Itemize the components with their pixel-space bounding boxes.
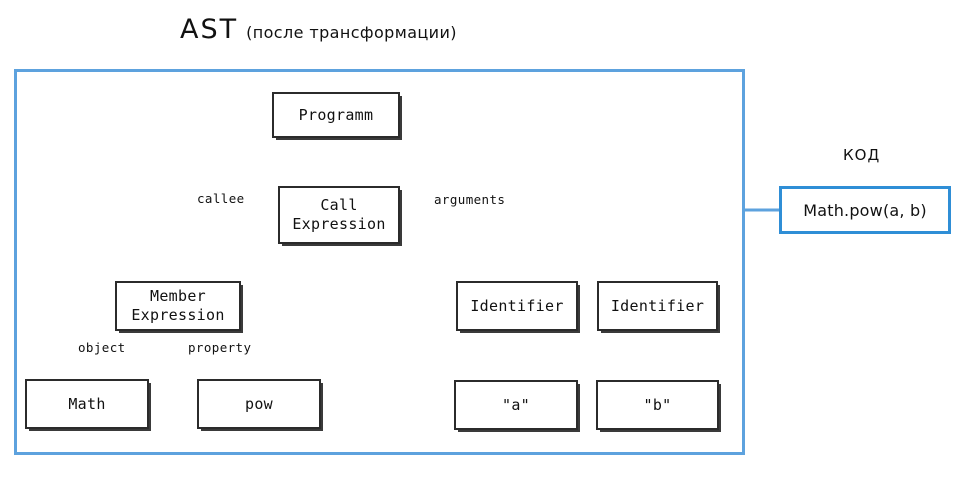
edge-label-object: object (78, 340, 126, 355)
code-panel-title: КОД (843, 146, 881, 164)
node-call-expression-label-line1: Call (320, 196, 358, 215)
node-identifier-first-label: Identifier (470, 296, 564, 315)
page-title-main: AST (180, 14, 239, 45)
edge-label-property: property (188, 340, 252, 355)
node-argument-b[interactable]: "b" (596, 380, 719, 430)
node-programm-label: Programm (298, 105, 374, 124)
node-pow[interactable]: pow (197, 379, 321, 429)
node-call-expression[interactable]: Call Expression (278, 186, 400, 244)
node-pow-label: pow (245, 394, 273, 413)
node-identifier-second-label: Identifier (610, 296, 705, 315)
edge-label-arguments: arguments (434, 192, 506, 207)
edge-label-callee: callee (197, 191, 245, 206)
page-title-sub: (после трансформации) (246, 23, 457, 42)
node-member-expression-label-line1: Member (150, 287, 206, 306)
node-argument-b-label: "b" (643, 395, 672, 414)
node-member-expression-label-line2: Expression (131, 306, 225, 324)
code-panel-box[interactable]: Math.pow(a, b) (779, 186, 951, 234)
node-argument-a[interactable]: "a" (454, 380, 578, 430)
node-member-expression[interactable]: Member Expression (115, 281, 241, 331)
page-title: AST (после трансформации) (180, 14, 457, 45)
node-identifier-first[interactable]: Identifier (456, 281, 578, 331)
node-math-label: Math (68, 394, 106, 413)
node-math[interactable]: Math (25, 379, 149, 429)
node-programm[interactable]: Programm (272, 92, 400, 138)
node-argument-a-label: "a" (502, 395, 530, 414)
code-panel-code: Math.pow(a, b) (803, 200, 927, 220)
node-call-expression-label-line2: Expression (292, 215, 386, 233)
node-identifier-second[interactable]: Identifier (597, 281, 718, 331)
